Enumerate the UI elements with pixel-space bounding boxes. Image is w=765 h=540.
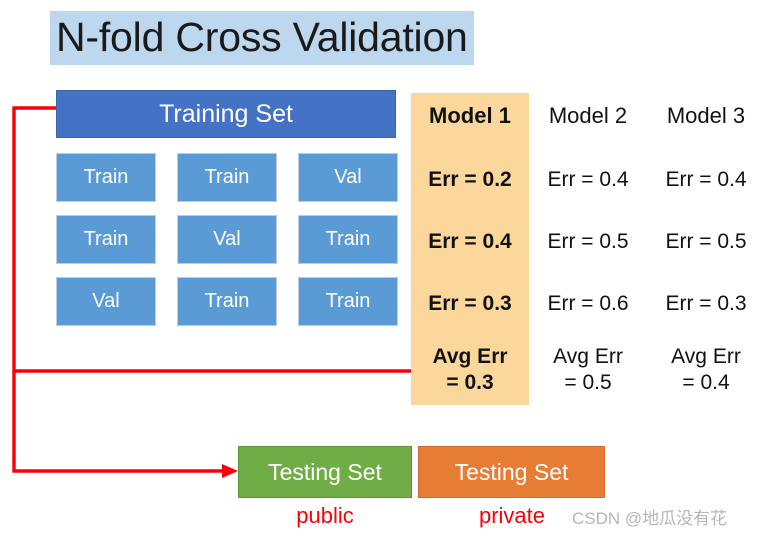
model3-err-3: Err = 0.3 [665,292,747,315]
model2-err-3: Err = 0.6 [547,292,629,315]
fold-cell-r1c2[interactable]: Train [177,153,277,202]
model1-err-3: Err = 0.3 [428,292,512,315]
model1-avg-value: = 0.3 [446,371,494,394]
model1-err-1: Err = 0.2 [428,168,512,191]
model3-avg-value: = 0.4 [682,371,730,394]
model3-err-1: Err = 0.4 [665,168,747,191]
page-title-text: N-fold Cross Validation [50,10,474,66]
testing-set-public-box[interactable]: Testing Set [238,446,412,498]
model-header-1: Model 1 [429,103,511,128]
model3-avg-label: Avg Err [671,345,741,368]
model2-err-2: Err = 0.5 [547,230,629,253]
training-set-header[interactable]: Training Set [56,90,396,138]
model2-avg-value: = 0.5 [564,371,612,394]
fold-cell-r3c1[interactable]: Val [56,277,156,326]
fold-cell-r3c3[interactable]: Train [298,277,398,326]
fold-cell-r2c2[interactable]: Val [177,215,277,264]
testing-set-private-box[interactable]: Testing Set [418,446,605,498]
model-header-2: Model 2 [548,103,628,128]
testing-set-public-caption: public [296,503,354,528]
model1-avg-label: Avg Err [432,345,508,368]
testing-set-private-caption: private [478,503,546,528]
model2-avg-label: Avg Err [553,345,623,368]
page-title: N-fold Cross Validation [50,10,474,66]
fold-cell-r1c1[interactable]: Train [56,153,156,202]
model3-err-2: Err = 0.5 [665,230,747,253]
model1-err-2: Err = 0.4 [428,230,512,253]
fold-cell-r2c1[interactable]: Train [56,215,156,264]
model2-err-1: Err = 0.4 [547,168,629,191]
csdn-watermark: CSDN @地瓜没有花 [572,509,728,528]
model-header-3: Model 3 [666,103,746,128]
fold-cell-r3c2[interactable]: Train [177,277,277,326]
fold-cell-r1c3[interactable]: Val [298,153,398,202]
model1-highlight-panel [411,93,529,405]
fold-cell-r2c3[interactable]: Train [298,215,398,264]
